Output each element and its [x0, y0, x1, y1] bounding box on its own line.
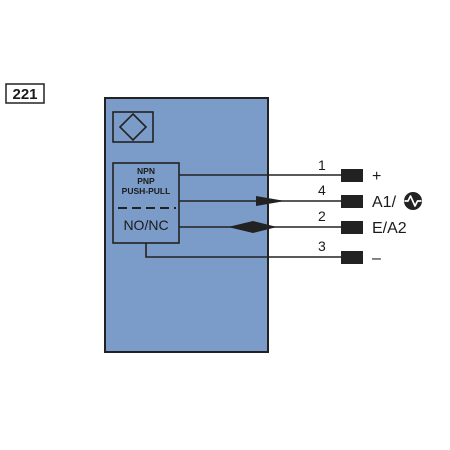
pin-3-wire	[145, 243, 363, 264]
pin-1-terminal	[341, 169, 363, 182]
diagram-id-tag: 221	[5, 83, 45, 104]
pin-3-label: –	[372, 250, 381, 267]
pin-4-arrow-icon	[256, 196, 285, 206]
pin-1-label: +	[372, 168, 381, 185]
output-type-pnp: PNP	[137, 176, 155, 186]
pin-2-bidirectional-arrow-icon	[228, 221, 277, 233]
io-link-icon	[404, 192, 422, 210]
pin-4-label: A1/	[372, 194, 397, 211]
pin-2-terminal	[341, 221, 363, 234]
output-type-npn: NPN	[137, 166, 155, 176]
proximity-sensor-diamond-icon	[112, 111, 154, 143]
output-block: NPN PNP PUSH-PULL NO/NC	[112, 162, 180, 244]
pin-2-number: 2	[318, 208, 326, 224]
pin-1-number: 1	[318, 157, 326, 173]
pin-4-wire	[179, 195, 363, 208]
pin-1-wire	[179, 169, 363, 182]
output-type-push-pull: PUSH-PULL	[122, 186, 171, 196]
pin-4-terminal	[341, 195, 363, 208]
pin-4-number: 4	[318, 182, 326, 198]
pin-2-wire	[179, 221, 363, 234]
pin-3-terminal	[341, 251, 363, 264]
pin-2-label: E/A2	[372, 220, 407, 237]
output-mode: NO/NC	[123, 217, 168, 233]
diagram-id: 221	[12, 86, 37, 103]
pin-3-number: 3	[318, 238, 326, 254]
